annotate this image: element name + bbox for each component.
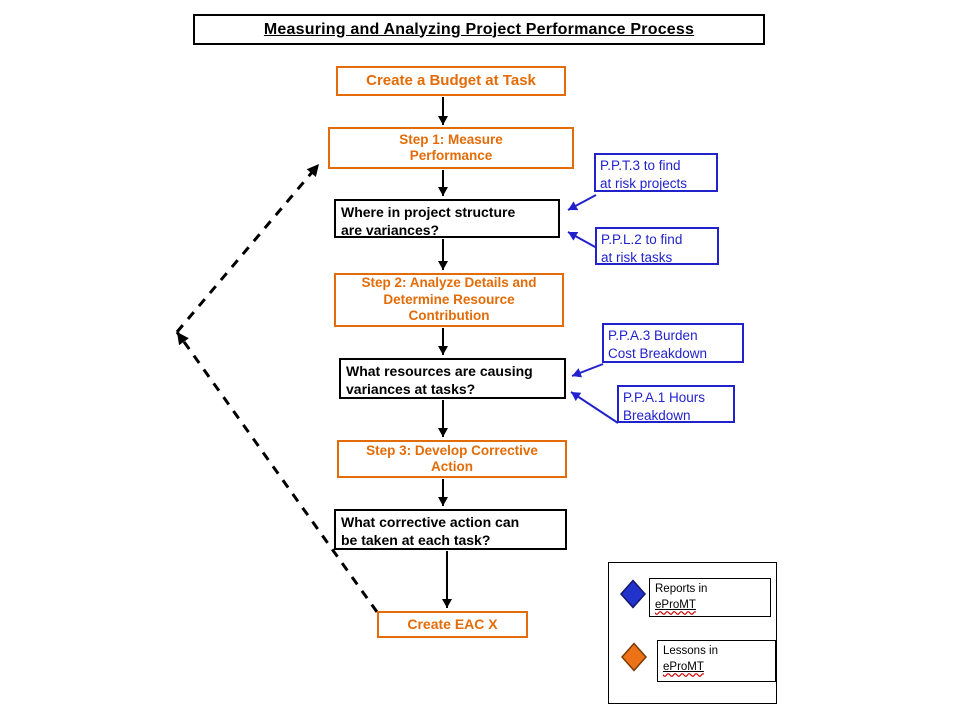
callout-arrow-ppl2 bbox=[567, 231, 598, 249]
legend-lessons-word: eProMT bbox=[663, 660, 704, 673]
node-create-eac: Create EAC X bbox=[377, 611, 528, 638]
callout-arrow-ppt3 bbox=[567, 194, 597, 211]
feedback-arrow-eac-to-vertex bbox=[175, 331, 379, 613]
orange-diamond-icon bbox=[620, 642, 648, 672]
node-step1-measure: Step 1: Measure Performance bbox=[328, 127, 574, 169]
legend-item-lessons: Lessons in eProMT bbox=[657, 640, 776, 682]
legend-item-reports: Reports in eProMT bbox=[649, 578, 771, 617]
node-create-budget: Create a Budget at Task bbox=[336, 66, 566, 96]
node-what-resources: What resources are causing variances at … bbox=[339, 358, 566, 399]
node-corrective-action: What corrective action can be taken at e… bbox=[334, 509, 567, 550]
legend-lessons-prefix: Lessons in bbox=[663, 645, 718, 657]
node-step3-corrective: Step 3: Develop Corrective Action bbox=[337, 440, 567, 478]
blue-diamond-icon bbox=[619, 579, 647, 609]
callout-arrow-ppa3 bbox=[571, 363, 604, 378]
node-step2-analyze: Step 2: Analyze Details and Determine Re… bbox=[334, 273, 564, 327]
callout-ppa3: P.P.A.3 Burden Cost Breakdown bbox=[602, 323, 744, 363]
callout-ppl2: P.P.L.2 to find at risk tasks bbox=[595, 227, 719, 265]
legend-reports-word: eProMT bbox=[655, 598, 696, 611]
node-where-variances: Where in project structure are variances… bbox=[334, 199, 560, 238]
callout-ppt3: P.P.T.3 to find at risk projects bbox=[594, 153, 718, 192]
diagram-title-text: Measuring and Analyzing Project Performa… bbox=[263, 20, 695, 38]
feedback-arrow-vertex-to-step1 bbox=[175, 163, 321, 333]
callout-arrow-ppa1 bbox=[570, 391, 619, 424]
legend-reports-prefix: Reports in bbox=[655, 583, 708, 595]
diagram-title: Measuring and Analyzing Project Performa… bbox=[193, 14, 765, 45]
callout-ppa1: P.P.A.1 Hours Breakdown bbox=[617, 385, 735, 423]
legend: Reports in eProMT Lessons in eProMT bbox=[608, 562, 777, 704]
